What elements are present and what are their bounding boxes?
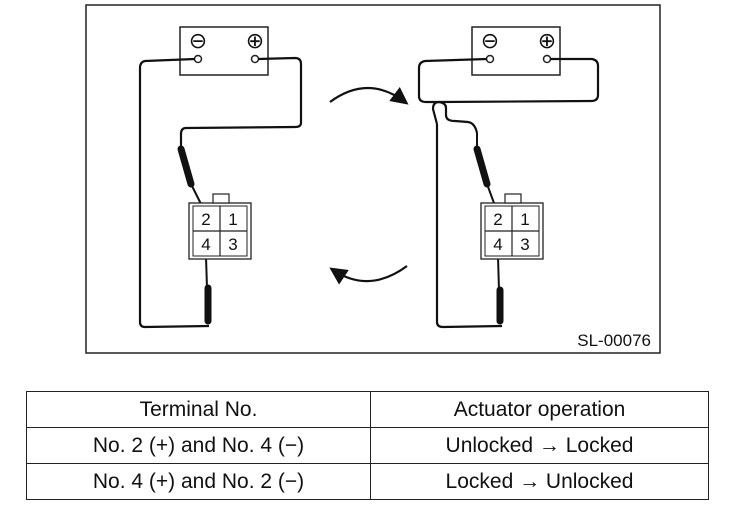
table-row: No. 4 (+) and No. 2 (−) Locked → Unlocke… <box>26 463 709 500</box>
battery-left <box>179 26 269 76</box>
battery-right-negative-terminal <box>485 54 495 64</box>
right-pin-1: 1 <box>520 210 529 229</box>
arrow-left-icon <box>329 265 408 285</box>
cell-terminal: No. 4 (+) and No. 2 (−) <box>26 463 371 500</box>
right-pin-4: 4 <box>493 235 502 254</box>
cell-terminal: No. 2 (+) and No. 4 (−) <box>26 427 371 464</box>
battery-right <box>471 26 561 76</box>
right-probe-lower-lead <box>497 256 500 291</box>
cell-operation: Unlocked → Locked <box>370 427 709 464</box>
left-connector-latch <box>212 193 230 204</box>
cell-operation: Locked → Unlocked <box>370 463 709 500</box>
left-positive-wire <box>179 56 303 149</box>
right-connector-latch <box>504 193 522 204</box>
left-circuit: ⊖ ⊕ 2 1 4 3 <box>138 26 303 329</box>
right-negative-wire <box>417 57 488 134</box>
battery-left-positive-terminal <box>250 54 260 64</box>
terminal-operation-table: Terminal No. Actuator operation No. 2 (+… <box>26 391 709 500</box>
battery-right-positive-terminal <box>542 54 552 64</box>
battery-left-negative: ⊖ <box>189 28 207 53</box>
right-probe-upper <box>473 145 491 188</box>
table-row: No. 2 (+) and No. 4 (−) Unlocked → Locke… <box>26 427 709 464</box>
wiring-diagram: ⊖ ⊕ 2 1 4 3 ⊖ <box>85 4 661 354</box>
diagram-frame <box>85 4 661 354</box>
left-pin-4: 4 <box>201 235 210 254</box>
left-pin-1: 1 <box>228 210 237 229</box>
table-header-row: Terminal No. Actuator operation <box>26 391 709 428</box>
right-positive-wire <box>431 57 600 125</box>
figure-code: SL-00076 <box>577 331 651 350</box>
right-pin-2: 2 <box>493 210 502 229</box>
right-circuit: ⊖ ⊕ 2 1 4 3 <box>417 26 600 329</box>
left-pin-3: 3 <box>228 235 237 254</box>
battery-left-positive: ⊕ <box>246 28 264 53</box>
battery-right-positive: ⊕ <box>538 28 556 53</box>
header-terminal: Terminal No. <box>26 391 371 428</box>
battery-right-negative: ⊖ <box>481 28 499 53</box>
battery-left-negative-terminal <box>193 54 203 64</box>
left-negative-wire <box>138 57 210 329</box>
left-probe-upper <box>177 145 195 188</box>
left-pin-2: 2 <box>201 210 210 229</box>
right-pin-3: 3 <box>520 235 529 254</box>
left-probe-lower-lead <box>205 256 208 289</box>
arrow-right-icon <box>329 86 409 105</box>
header-operation: Actuator operation <box>370 391 709 428</box>
